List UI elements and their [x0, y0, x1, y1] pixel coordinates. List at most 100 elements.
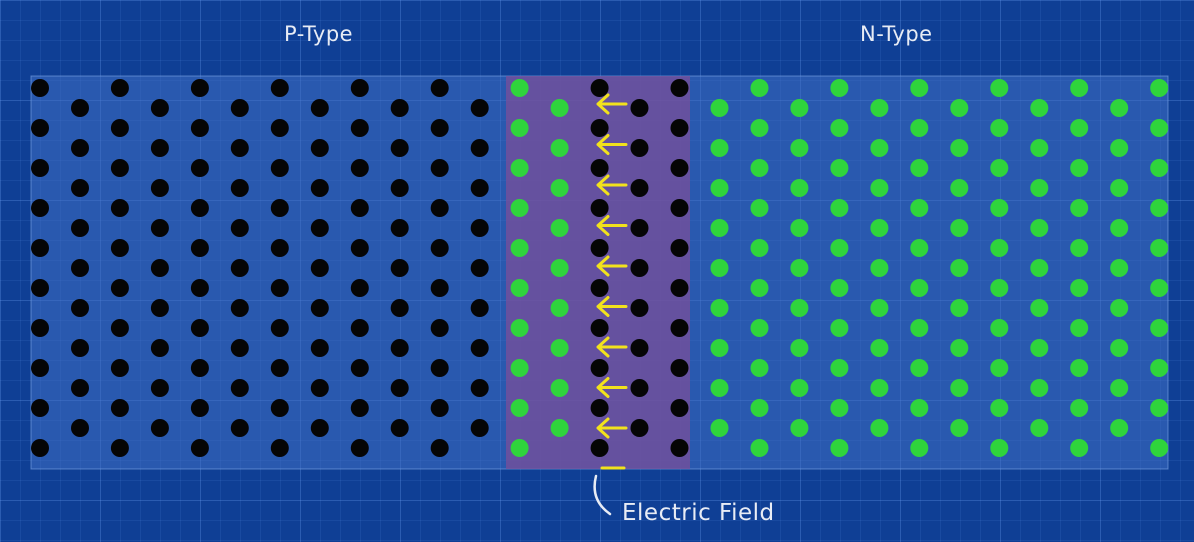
- n-type-dot: [550, 339, 569, 357]
- n-type-dot: [830, 399, 849, 417]
- electric-field-arrows: [596, 93, 628, 439]
- n-type-dot: [1030, 219, 1049, 237]
- n-type-label: N-Type: [860, 22, 933, 46]
- p-type-dot: [110, 439, 129, 457]
- p-type-dot: [670, 159, 689, 177]
- n-type-dot: [510, 439, 529, 457]
- n-type-dot: [950, 339, 969, 357]
- left-arrow-icon: [596, 215, 628, 236]
- p-type-dot: [110, 79, 129, 97]
- p-type-dot: [110, 279, 129, 297]
- p-type-dot: [190, 79, 209, 97]
- n-type-dot: [870, 219, 889, 237]
- n-type-dot: [710, 179, 729, 197]
- p-type-dot: [190, 119, 209, 137]
- p-type-dot: [310, 419, 329, 437]
- p-type-dot: [310, 139, 329, 157]
- p-type-dot: [390, 339, 409, 357]
- n-type-dot: [910, 279, 929, 297]
- p-type-dot: [31, 159, 49, 177]
- p-type-dot: [590, 79, 609, 97]
- p-type-dot: [390, 99, 409, 117]
- p-type-dot: [71, 419, 89, 437]
- n-type-dot: [510, 279, 529, 297]
- p-type-dot: [350, 359, 369, 377]
- n-type-dot: [1150, 119, 1169, 137]
- p-type-dot: [270, 359, 289, 377]
- p-type-dot: [230, 219, 249, 237]
- p-type-dot: [630, 379, 649, 397]
- n-type-dot: [1030, 259, 1049, 277]
- p-type-dot: [31, 79, 49, 97]
- n-type-dot: [830, 199, 849, 217]
- p-type-dot: [470, 219, 489, 237]
- left-arrow-icon: [596, 255, 628, 277]
- p-type-dot: [110, 399, 129, 417]
- n-type-dot: [1070, 199, 1089, 217]
- p-type-dot: [590, 199, 609, 217]
- n-type-dot: [790, 219, 809, 237]
- n-type-dot: [870, 419, 889, 437]
- n-type-dot: [1110, 259, 1129, 277]
- p-type-dot: [270, 399, 289, 417]
- n-type-dot: [830, 79, 849, 97]
- p-type-dot: [630, 299, 649, 317]
- p-type-dot: [230, 179, 249, 197]
- n-type-dot: [830, 119, 849, 137]
- n-type-dot: [1030, 339, 1049, 357]
- n-type-dot: [510, 319, 529, 337]
- n-type-dot: [910, 199, 929, 217]
- n-type-dot: [950, 179, 969, 197]
- n-type-dot: [990, 279, 1009, 297]
- p-type-dot: [71, 299, 89, 317]
- n-type-dot: [1070, 119, 1089, 137]
- n-type-dot: [1150, 279, 1169, 297]
- p-type-dot: [310, 219, 329, 237]
- n-type-dot: [1150, 199, 1169, 217]
- p-type-dot: [670, 439, 689, 457]
- n-type-dot: [1110, 299, 1129, 317]
- p-type-dot: [470, 259, 489, 277]
- p-type-dot: [230, 379, 249, 397]
- left-arrow-icon: [596, 134, 628, 155]
- p-type-dot: [350, 319, 369, 337]
- p-type-dot: [630, 219, 649, 237]
- p-type-dot: [470, 179, 489, 197]
- n-type-dot: [790, 379, 809, 397]
- p-type-dot: [430, 79, 449, 97]
- p-type-dot: [110, 319, 129, 337]
- n-type-dot: [750, 279, 769, 297]
- n-type-dot: [1070, 399, 1089, 417]
- p-type-dot: [350, 439, 369, 457]
- p-type-dot: [230, 419, 249, 437]
- p-type-dot: [31, 279, 49, 297]
- p-type-dot: [430, 119, 449, 137]
- p-type-dot: [31, 119, 49, 137]
- p-type-dot: [590, 359, 609, 377]
- n-type-dot: [550, 99, 569, 117]
- p-type-dot: [670, 119, 689, 137]
- p-type-dot: [630, 179, 649, 197]
- p-type-dot: [430, 279, 449, 297]
- n-type-dot: [750, 79, 769, 97]
- p-type-dot: [590, 239, 609, 257]
- p-type-dot: [150, 339, 169, 357]
- p-type-dot: [270, 159, 289, 177]
- n-type-dot: [950, 299, 969, 317]
- left-arrow-icon: [596, 174, 628, 196]
- n-type-dot: [1110, 179, 1129, 197]
- p-type-dot: [350, 119, 369, 137]
- p-type-dot: [390, 419, 409, 437]
- p-type-dot: [150, 179, 169, 197]
- p-type-dot: [230, 139, 249, 157]
- n-type-dot: [750, 319, 769, 337]
- p-type-dot: [310, 299, 329, 317]
- n-type-dot: [750, 119, 769, 137]
- n-type-dot: [950, 419, 969, 437]
- p-type-dot: [190, 199, 209, 217]
- n-type-dot: [1070, 359, 1089, 377]
- p-type-dot: [190, 239, 209, 257]
- p-type-dot: [150, 379, 169, 397]
- p-type-dot: [190, 159, 209, 177]
